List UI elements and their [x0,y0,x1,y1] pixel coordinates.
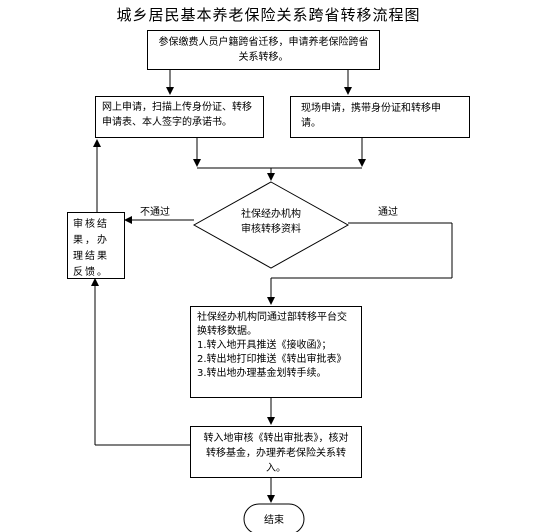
transfer-in-box: 转入地审核《转出审批表》，核对转移基金，办理养老保险关系转入。 [190,426,362,478]
feedback-text: 审核结果，办理结果反馈。 [73,219,109,278]
exchange-step-2: 2.转出地打印推送《转出审批表》 [197,354,347,365]
online-apply-text: 网上申请，扫描上传身份证、转移申请表、本人签字的承诺书。 [102,102,252,128]
fail-label: 不通过 [140,207,170,218]
start-text: 参保缴费人员户籍跨省迁移，申请养老保险跨省关系转移。 [158,37,369,63]
page-title: 城乡居民基本养老保险关系跨省转移流程图 [116,6,421,24]
exchange-box: 社保经办机构同通过部转移平台交换转移数据。 1.转入地开具推送《接收函》； 2.… [190,306,362,398]
onsite-apply-box: 现场申请，携带身份证和转移申请。 [290,96,470,138]
exchange-step-1: 1.转入地开具推送《接收函》； [197,340,332,351]
pass-label: 通过 [378,207,398,218]
review-text-line1: 社保经办机构 [241,209,301,220]
online-apply-box: 网上申请，扫描上传身份证、转移申请表、本人签字的承诺书。 [95,96,264,138]
end-oval [243,503,305,532]
review-diamond [192,181,350,269]
onsite-apply-text: 现场申请，携带身份证和转移申请。 [301,103,441,129]
feedback-box: 审核结果，办理结果反馈。 [67,212,125,279]
exchange-step-3: 3.转出地办理基金划转手续。 [197,368,327,379]
exchange-intro: 社保经办机构同通过部转移平台交换转移数据。 [197,312,347,337]
review-text-line2: 审核转移资料 [241,224,301,235]
end-label: 结束 [264,515,284,526]
start-box: 参保缴费人员户籍跨省迁移，申请养老保险跨省关系转移。 [147,30,380,70]
transfer-in-text: 转入地审核《转出审批表》，核对转移基金，办理养老保险关系转入。 [203,433,349,474]
